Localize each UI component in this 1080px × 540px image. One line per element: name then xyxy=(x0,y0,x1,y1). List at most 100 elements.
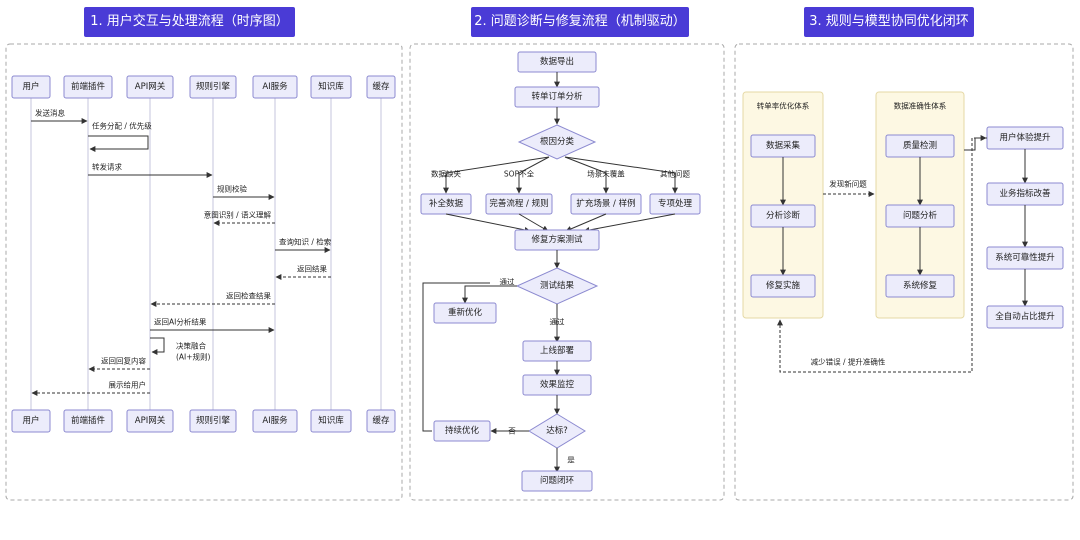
node-rootcause xyxy=(517,124,597,160)
participant-top-4-label: AI服务 xyxy=(262,81,288,92)
edge-reduce xyxy=(777,137,987,373)
node-deploy-label: 上线部署 xyxy=(540,345,575,356)
edge-continuous-loop xyxy=(422,282,490,432)
message-label-2: 转发请求 xyxy=(92,162,122,172)
label-yes: 是 xyxy=(567,456,575,465)
participant-bottom-5-label: 知识库 xyxy=(318,415,344,426)
participant-top-3-label: 规则引擎 xyxy=(196,81,231,92)
message-label-9: 决策融合 xyxy=(176,341,206,351)
participant-bottom-1 xyxy=(63,409,113,433)
node-continuous xyxy=(433,420,491,442)
left-node-0-label: 数据采集 xyxy=(766,140,801,151)
node-test-result-label: 测试结果 xyxy=(540,280,575,291)
group-left-title: 转单率优化体系 xyxy=(757,101,810,111)
message-10: 返回回复内容 xyxy=(88,356,150,372)
right-node-3 xyxy=(986,305,1064,329)
node-rootcause-label: 根因分类 xyxy=(540,136,575,147)
message-1: 任务分配 / 优先级 xyxy=(88,121,152,152)
message-11: 展示给用户 xyxy=(31,380,150,396)
participant-top-5 xyxy=(310,75,352,99)
participant-top-5-label: 知识库 xyxy=(318,81,344,92)
message-5: 查询知识 / 检索 xyxy=(275,237,332,253)
participant-bottom-6 xyxy=(366,409,396,433)
participant-bottom-4-label: AI服务 xyxy=(262,415,288,426)
node-analysis-label: 转单订单分析 xyxy=(531,91,583,102)
participant-bottom-1-label: 前端插件 xyxy=(71,415,106,426)
edge-branch-1 xyxy=(516,156,550,194)
panel-border-3 xyxy=(734,43,1074,501)
message-label-8: 返回AI分析结果 xyxy=(154,317,207,327)
mid-node-1-label: 问题分析 xyxy=(903,210,938,221)
participant-bottom-0 xyxy=(11,409,51,433)
message-label-1: 任务分配 / 优先级 xyxy=(92,121,152,131)
message-label-11: 展示给用户 xyxy=(109,380,147,390)
edge-action-test-0 xyxy=(445,213,531,233)
edge-action-test-1 xyxy=(518,213,549,232)
node-reoptimize xyxy=(433,302,497,324)
edge-to-right xyxy=(964,135,987,151)
message-7: 返回检查结果 xyxy=(150,291,275,307)
message-label-7: 返回检查结果 xyxy=(226,291,271,301)
participant-bottom-3-label: 规则引擎 xyxy=(196,415,231,426)
right-node-2-label: 系统可靠性提升 xyxy=(995,252,1055,263)
message-6: 返回结果 xyxy=(275,264,331,280)
label-no: 否 xyxy=(508,427,516,436)
participant-top-1 xyxy=(63,75,113,99)
message-label-10: 返回回复内容 xyxy=(101,356,146,366)
optimization-loop: 转单率优化体系数据准确性体系数据采集分析诊断修复实施质量检测问题分析系统修复发现… xyxy=(742,91,1064,373)
mid-node-0-label: 质量检测 xyxy=(903,140,937,151)
branch-label-3: 其他问题 xyxy=(660,169,690,179)
node-action-3-label: 专项处理 xyxy=(658,198,693,209)
panel-title-3: 3. 规则与模型协同优化闭环 xyxy=(804,7,974,37)
participant-bottom-3 xyxy=(189,409,237,433)
message-3: 规则校验 xyxy=(213,184,275,200)
participant-bottom-4 xyxy=(252,409,298,433)
edge-branch-2 xyxy=(564,156,609,194)
message-9: 决策融合(AI+规则) xyxy=(150,337,211,362)
message-4: 意图识别 / 语义理解 xyxy=(204,210,275,226)
participant-bottom-0-label: 用户 xyxy=(22,415,39,426)
label-discover: 发现新问题 xyxy=(829,179,867,189)
panel-title-1: 1. 用户交互与处理流程（时序图） xyxy=(84,7,295,37)
edge-action-test-3 xyxy=(583,213,676,233)
right-node-3-label: 全自动占比提升 xyxy=(995,311,1055,322)
node-action-1-label: 完善流程 / 规则 xyxy=(489,198,548,209)
message-label-0: 发送消息 xyxy=(35,108,65,118)
message-arrow-1 xyxy=(88,135,149,152)
edge-branch-0 xyxy=(443,156,550,194)
edge-branch-3 xyxy=(564,156,678,194)
node-close xyxy=(521,470,593,492)
message-label-5: 查询知识 / 检索 xyxy=(279,237,332,247)
message-label2-9: (AI+规则) xyxy=(176,352,211,362)
node-action-2-label: 扩充场景 / 样例 xyxy=(576,198,635,209)
message-0: 发送消息 xyxy=(31,108,88,124)
branch-label-2: 场景未覆盖 xyxy=(587,169,625,179)
participant-bottom-5 xyxy=(310,409,352,433)
message-8: 返回AI分析结果 xyxy=(150,317,275,333)
participant-bottom-2 xyxy=(126,409,174,433)
participant-top-6 xyxy=(366,75,396,99)
node-reoptimize-label: 重新优化 xyxy=(448,307,483,318)
label-reduce: 减少错误 / 提升准确性 xyxy=(811,357,886,367)
label-pass-top: 通过 xyxy=(500,277,515,287)
node-monitor-label: 效果监控 xyxy=(540,379,575,390)
right-node-1-label: 业务指标改善 xyxy=(999,188,1051,199)
panel-title-2: 2. 问题诊断与修复流程（机制驱动） xyxy=(471,7,689,37)
right-node-0-label: 用户体验提升 xyxy=(999,132,1051,143)
message-arrow-9 xyxy=(150,337,165,355)
edge-action-test-2 xyxy=(565,213,607,232)
panel-border-2 xyxy=(409,43,725,501)
message-label-6: 返回结果 xyxy=(297,264,327,274)
participant-top-2-label: API网关 xyxy=(135,81,166,92)
participant-top-0-label: 用户 xyxy=(22,81,39,92)
node-reach-label: 达标? xyxy=(546,425,568,436)
mid-node-2-label: 系统修复 xyxy=(903,280,938,291)
node-action-0-label: 补全数据 xyxy=(429,198,464,209)
group-mid-title: 数据准确性体系 xyxy=(894,101,947,111)
label-pass: 通过 xyxy=(550,317,565,327)
node-close-label: 问题闭环 xyxy=(540,476,575,486)
branch-label-1: SOP不全 xyxy=(504,169,535,179)
branch-label-0: 数据缺失 xyxy=(431,169,461,179)
message-label-3: 规则校验 xyxy=(217,184,247,194)
